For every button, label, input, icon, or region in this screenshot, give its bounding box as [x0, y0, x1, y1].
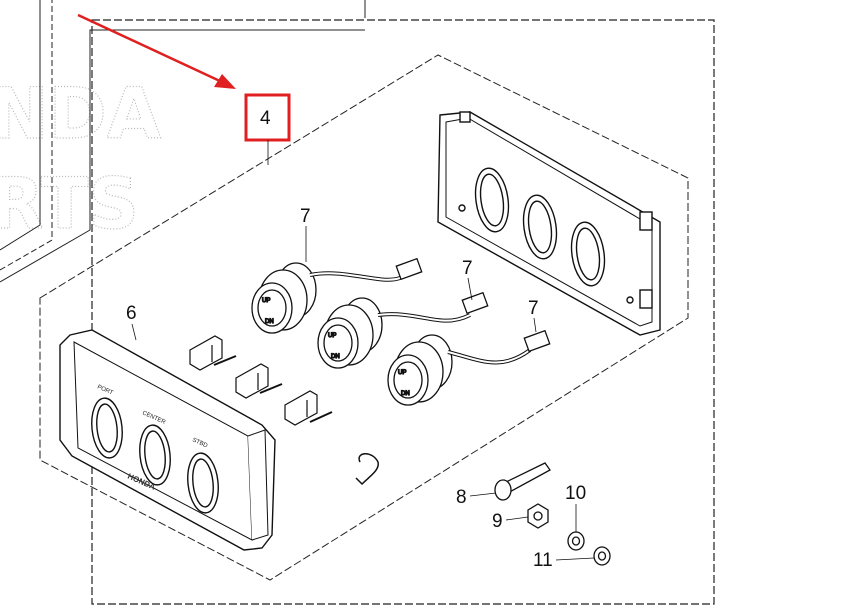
trim-switch-2[interactable]: UP DN [317, 291, 489, 369]
watermark-line1: NDA [0, 73, 161, 155]
nut[interactable] [527, 503, 549, 529]
callout-6-label: 6 [126, 303, 137, 324]
switch-2-dn-label: DN [331, 354, 340, 360]
trim-switch-1[interactable]: UP DN [251, 257, 423, 334]
callout-9-label: 9 [492, 511, 503, 532]
switch-1-up-label: UP [262, 298, 270, 304]
callout-8[interactable]: 8 [456, 487, 497, 508]
assembly-group-outline [39, 54, 689, 581]
page-frame-lines [0, 0, 366, 283]
switch-1-dn-label: DN [265, 319, 274, 325]
highlight-box [244, 93, 291, 142]
callout-8-label: 8 [456, 487, 467, 508]
callout-10-label: 10 [565, 483, 586, 504]
front-panel[interactable] [59, 329, 276, 551]
bolt[interactable] [494, 462, 551, 501]
callout-7b[interactable]: 7 [462, 258, 473, 301]
lock-washer[interactable] [593, 546, 611, 566]
callout-6[interactable]: 6 [126, 303, 137, 341]
callout-7c-label: 7 [528, 298, 539, 319]
watermark-line2: RTS [0, 163, 139, 245]
washer[interactable] [567, 531, 585, 551]
mounting-brackets[interactable] [189, 335, 333, 426]
back-bezel-plate[interactable] [437, 111, 661, 336]
callout-10[interactable]: 10 [565, 483, 586, 532]
callout-11[interactable]: 11 [533, 550, 595, 571]
watermark: NDA RTS [0, 72, 161, 245]
switch-3-up-label: UP [398, 370, 406, 376]
outer-frame [91, 19, 715, 605]
callout-7a[interactable]: 7 [300, 206, 311, 262]
callout-7b-label: 7 [462, 258, 473, 279]
callout-9[interactable]: 9 [492, 511, 529, 532]
callout-11-label: 11 [533, 550, 553, 571]
switch-3-dn-label: DN [401, 391, 410, 397]
annotation-arrow [77, 13, 236, 89]
callout-7a-label: 7 [300, 206, 311, 227]
wire-clip[interactable] [355, 453, 379, 486]
callout-7c[interactable]: 7 [528, 298, 539, 333]
callout-4-label: 4 [260, 108, 271, 129]
switch-2-up-label: UP [328, 333, 336, 339]
trim-switch-3[interactable]: UP DN [387, 329, 551, 406]
callout-4[interactable]: 4 [244, 93, 291, 165]
